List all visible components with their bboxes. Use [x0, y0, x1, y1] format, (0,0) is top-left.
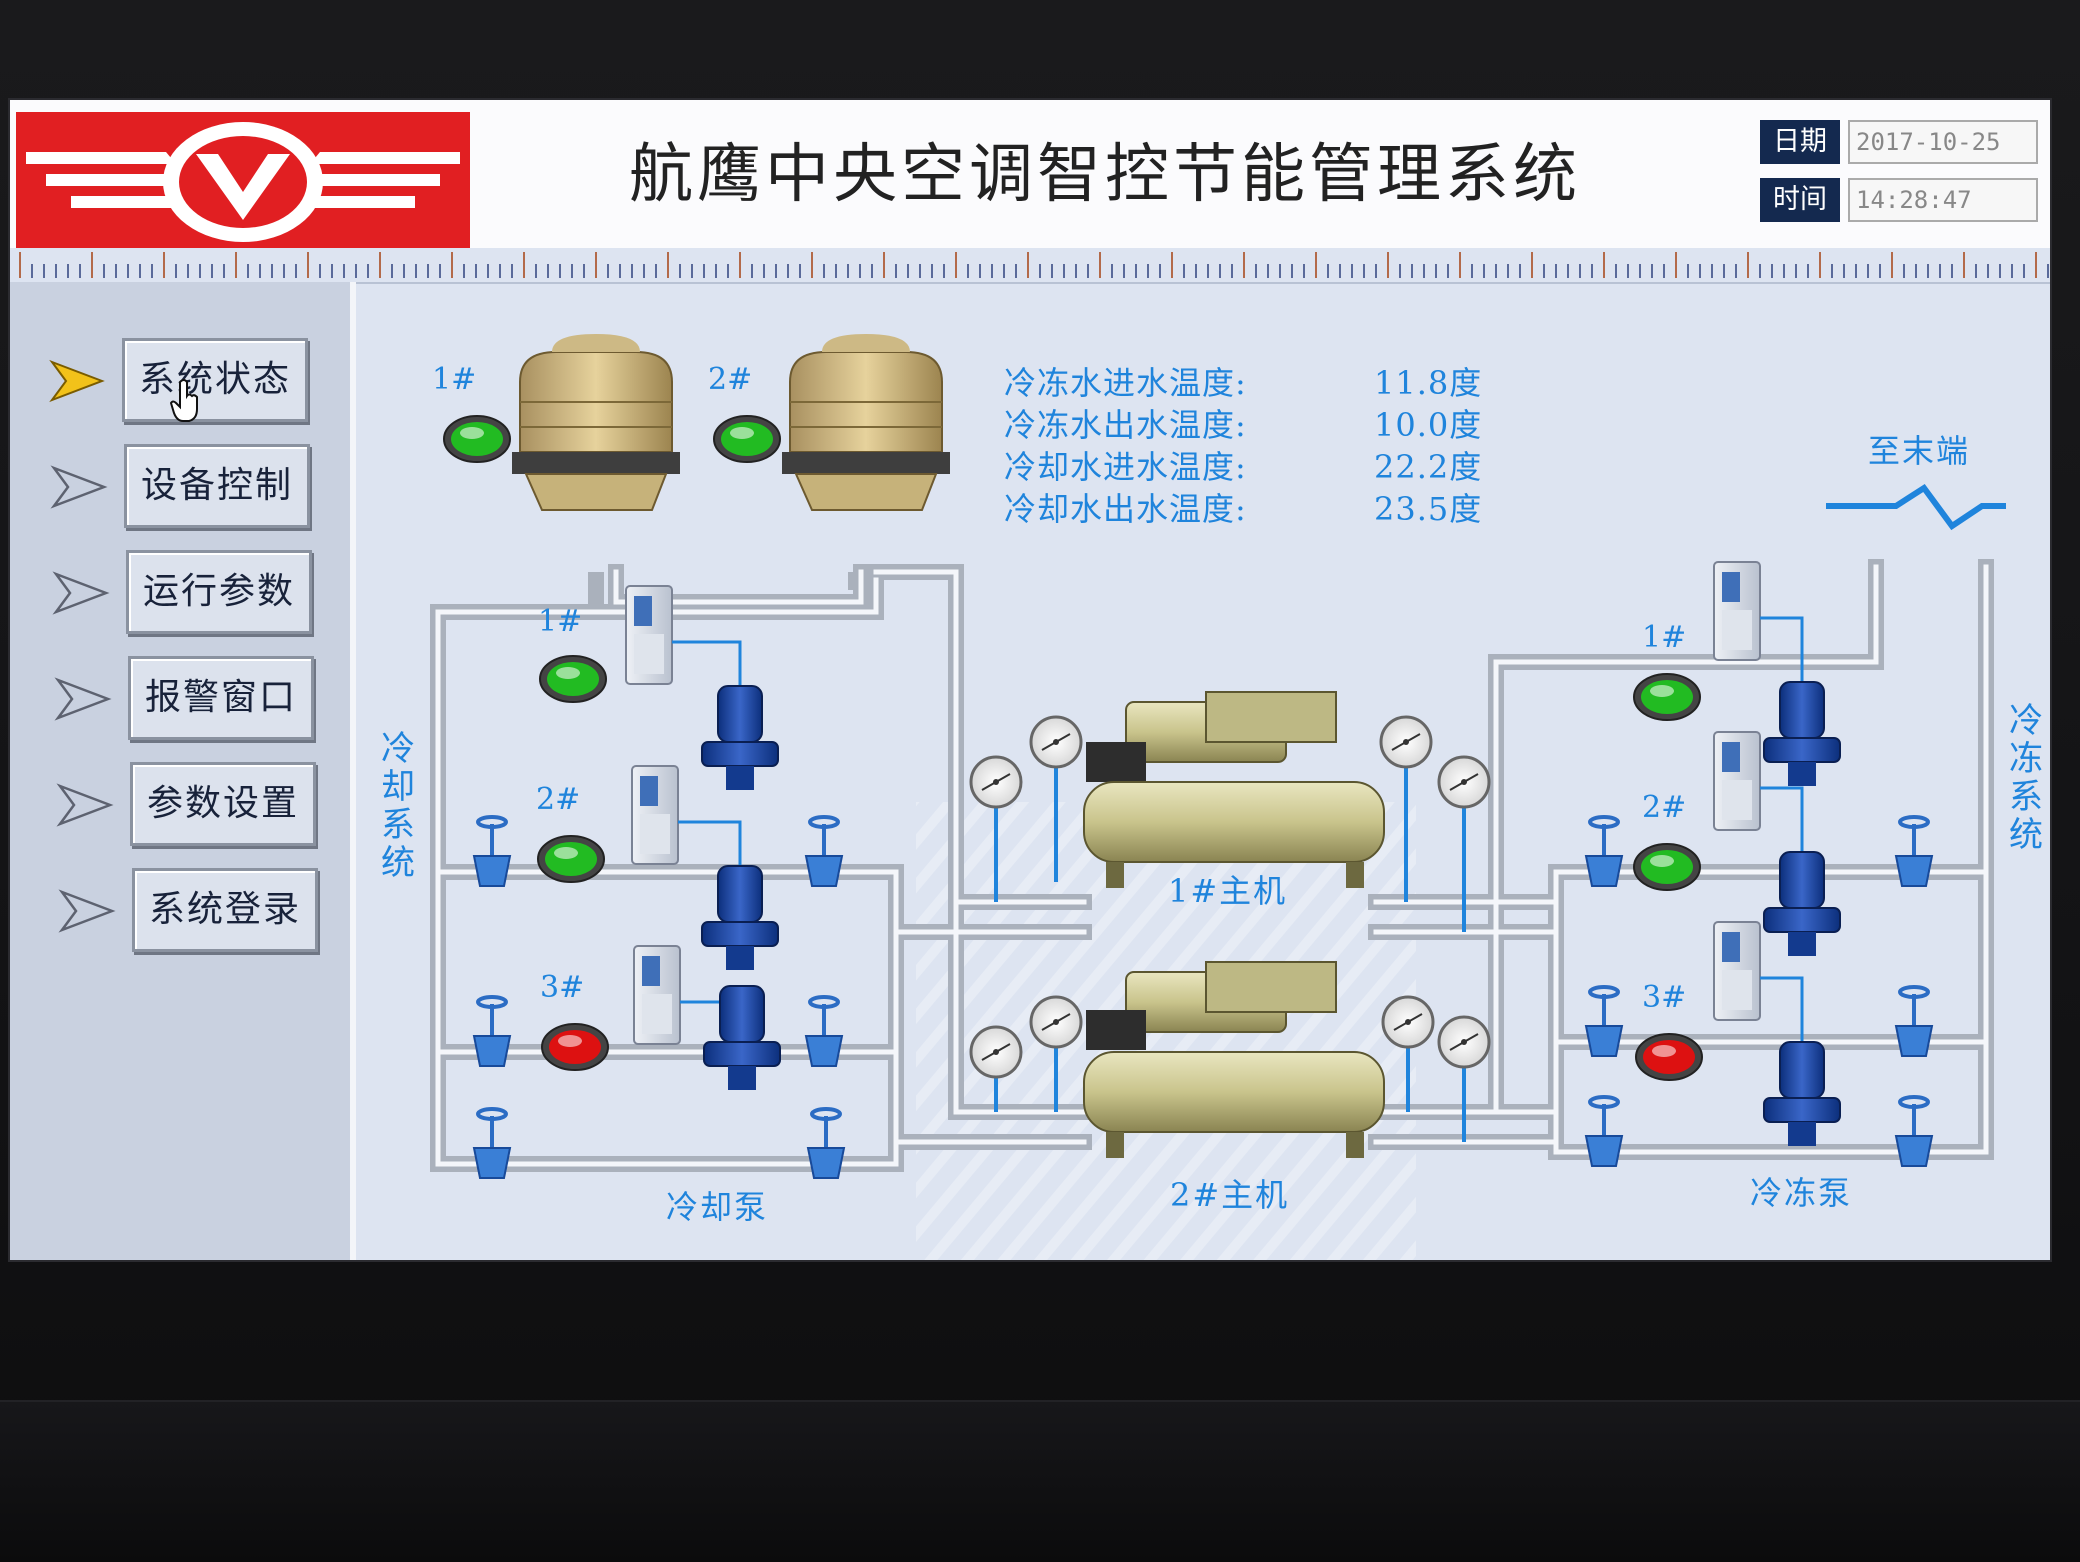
- cooling-pump-3-label: 3#: [540, 970, 585, 1005]
- hand-cursor-icon: [170, 379, 198, 422]
- time-value: 14:28:47: [1848, 178, 2038, 222]
- cooling-tower-1-label: 1#: [432, 362, 477, 397]
- nav-item-alarm-window[interactable]: 报警窗口: [36, 650, 336, 750]
- cooling-pump-2-status-light[interactable]: [536, 834, 606, 884]
- arrow-icon: [54, 677, 112, 721]
- cooling-out-temp-label: 冷却水出水温度:: [1004, 490, 1247, 528]
- chilled-pump-equipment: [1584, 561, 1934, 1167]
- nav-item-param-settings[interactable]: 参数设置: [38, 756, 338, 856]
- nav-item-system-status[interactable]: 系统状态: [30, 332, 330, 432]
- chilled-pump-3-label: 3#: [1642, 980, 1687, 1015]
- selected-arrow-icon: [49, 359, 105, 403]
- arrow-icon: [56, 783, 114, 827]
- cooling-system-label: 冷却系统: [381, 729, 415, 883]
- cooling-tower-1-status-light[interactable]: [442, 414, 512, 464]
- chilled-out-temp-label: 冷冻水出水温度:: [1004, 406, 1247, 444]
- chilled-pump-1-label: 1#: [1642, 620, 1687, 655]
- system-status-button[interactable]: 系统状态: [122, 338, 308, 422]
- cooling-pump-equipment: [472, 585, 846, 1179]
- cooling-pump-1-status-light[interactable]: [538, 654, 608, 704]
- cooling-in-temp-value: 22.2度: [1374, 448, 1483, 486]
- chilled-pump-2-status-light[interactable]: [1632, 842, 1702, 892]
- terminal-symbol: [1826, 483, 2006, 531]
- nav-item-system-login[interactable]: 系统登录: [40, 862, 340, 962]
- arrow-icon: [52, 571, 110, 615]
- date-label: 日期: [1760, 120, 1840, 164]
- cooling-in-temp-label: 冷却水进水温度:: [1004, 448, 1247, 486]
- system-diagram-area: 1# 2# 1# 2# 3# 1# 2# 3# 冷冻水进水温度: 11.8度 冷…: [356, 282, 2050, 1260]
- chiller-2-label: 2#主机: [1170, 1176, 1290, 1214]
- device-control-button[interactable]: 设备控制: [124, 444, 310, 528]
- arrow-icon: [58, 889, 116, 933]
- navigation-sidebar: 系统状态 设备控制 运行参数 报警窗口 参: [10, 282, 356, 1260]
- cooling-pump-2-label: 2#: [536, 782, 581, 817]
- nav-item-run-params[interactable]: 运行参数: [34, 544, 334, 644]
- chiller-1-label: 1#主机: [1168, 872, 1288, 910]
- tick-ruler: [10, 248, 2050, 284]
- monitor-bottom-frame: [0, 1400, 2080, 1562]
- nav-item-device-control[interactable]: 设备控制: [32, 438, 332, 538]
- company-logo: [16, 112, 470, 248]
- chiller-1: [1083, 691, 1385, 888]
- cooling-pump-group-label: 冷却泵: [666, 1188, 769, 1226]
- chilled-pump-1-status-light[interactable]: [1632, 672, 1702, 722]
- header-bar: 航鹰中央空调智控节能管理系统 日期 2017-10-25 时间 14:28:47: [10, 100, 2050, 248]
- chilled-pump-group-label: 冷冻泵: [1750, 1174, 1853, 1212]
- cooling-tower-2: [782, 334, 950, 511]
- cooling-pump-1-label: 1#: [538, 604, 583, 639]
- cooling-out-temp-value: 23.5度: [1374, 490, 1483, 528]
- date-value: 2017-10-25: [1848, 120, 2038, 164]
- chilled-system-label: 冷冻系统: [2009, 701, 2043, 855]
- to-terminal-label: 至末端: [1868, 432, 1971, 470]
- chilled-pump-2-label: 2#: [1642, 790, 1687, 825]
- cooling-tower-1: [512, 334, 680, 511]
- param-settings-button[interactable]: 参数设置: [130, 762, 316, 846]
- cooling-tower-2-label: 2#: [708, 362, 753, 397]
- cooling-tower-2-status-light[interactable]: [712, 414, 782, 464]
- chiller-2: [1083, 961, 1385, 1158]
- page-title: 航鹰中央空调智控节能管理系统: [629, 138, 1581, 212]
- run-params-button[interactable]: 运行参数: [126, 550, 312, 634]
- system-login-button[interactable]: 系统登录: [132, 868, 318, 952]
- hmi-screen: 航鹰中央空调智控节能管理系统 日期 2017-10-25 时间 14:28:47…: [10, 100, 2050, 1260]
- chilled-pump-3-status-light[interactable]: [1634, 1032, 1704, 1082]
- alarm-window-button[interactable]: 报警窗口: [128, 656, 314, 740]
- chilled-in-temp-label: 冷冻水进水温度:: [1004, 364, 1247, 402]
- pressure-gauges: [969, 715, 1491, 1142]
- chilled-in-temp-value: 11.8度: [1374, 364, 1483, 402]
- arrow-icon: [50, 465, 108, 509]
- chilled-out-temp-value: 10.0度: [1374, 406, 1483, 444]
- cooling-pump-3-status-light[interactable]: [540, 1022, 610, 1072]
- time-label: 时间: [1760, 178, 1840, 222]
- pipe-network: [430, 559, 1994, 1172]
